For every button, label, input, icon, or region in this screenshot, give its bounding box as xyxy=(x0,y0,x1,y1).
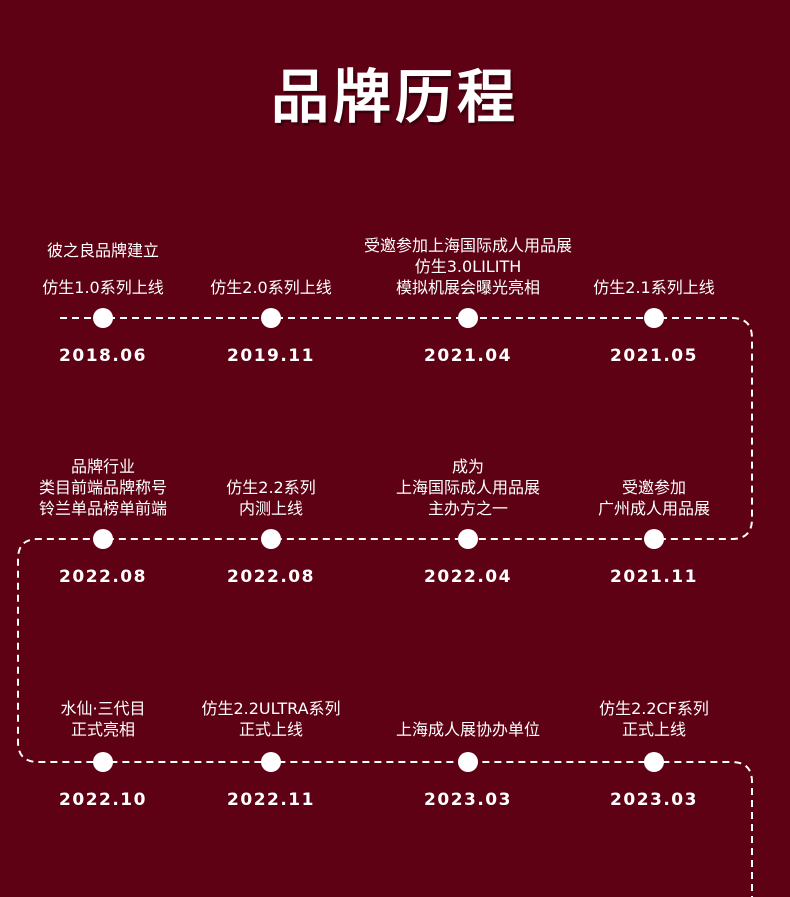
timeline-dot xyxy=(93,308,113,328)
milestone-date: 2022.10 xyxy=(59,790,147,810)
milestone-date: 2023.03 xyxy=(610,790,698,810)
milestone-event-line: 仿生2.2系列 xyxy=(226,478,316,497)
timeline-dashed-line xyxy=(17,317,753,897)
milestone-event-line: 仿生2.2ULTRA系列 xyxy=(201,699,341,718)
milestone-date: 2021.05 xyxy=(610,346,698,366)
milestone-event: 彼之良品牌建立 仿生1.0系列上线 xyxy=(42,240,163,298)
milestone-event-line: 主办方之一 xyxy=(427,499,509,518)
milestone-event-line: 铃兰单品榜单前端 xyxy=(38,499,168,518)
timeline-dot xyxy=(458,529,478,549)
milestone-date: 2021.04 xyxy=(424,346,512,366)
milestone-date: 2022.08 xyxy=(59,567,147,587)
milestone-event: 上海成人展协办单位 xyxy=(396,719,540,740)
milestone-event-line: 正式上线 xyxy=(238,720,303,739)
milestone-event: 仿生2.2CF系列正式上线 xyxy=(599,698,709,740)
milestone-event-line: 模拟机展会曝光亮相 xyxy=(395,278,541,297)
milestone-event-line: 仿生1.0系列上线 xyxy=(42,278,164,297)
milestone-event-line: 正式上线 xyxy=(621,720,687,739)
milestone-date: 2019.11 xyxy=(227,346,315,366)
milestone-event: 受邀参加广州成人用品展 xyxy=(598,477,710,519)
milestone-event-line: 广州成人用品展 xyxy=(597,499,711,518)
milestone-event-line: 受邀参加上海国际成人用品展 xyxy=(363,236,573,255)
milestone-date: 2018.06 xyxy=(59,346,147,366)
timeline-dot xyxy=(458,752,478,772)
milestone-event-line: 受邀参加 xyxy=(621,478,687,497)
milestone-event: 仿生2.1系列上线 xyxy=(593,277,714,298)
milestone-event-line: 水仙·三代目 xyxy=(60,699,146,718)
milestone-date: 2022.04 xyxy=(424,567,512,587)
milestone-event: 品牌行业类目前端品牌称号铃兰单品榜单前端 xyxy=(39,456,167,519)
milestone-event-line: 上海国际成人用品展 xyxy=(395,478,541,497)
timeline-dot xyxy=(644,529,664,549)
milestone-event-line: 内测上线 xyxy=(238,499,304,518)
milestone-event: 受邀参加上海国际成人用品展仿生3.0LILITH 模拟机展会曝光亮相 xyxy=(364,235,572,298)
timeline-dot xyxy=(644,308,664,328)
milestone-event-line: 仿生2.1系列上线 xyxy=(593,278,715,297)
timeline-dot xyxy=(644,752,664,772)
milestone-date: 2022.08 xyxy=(227,567,315,587)
milestone-event: 仿生2.0系列上线 xyxy=(210,277,331,298)
milestone-event: 仿生2.2系列内测上线 xyxy=(226,477,315,519)
timeline-dot xyxy=(93,529,113,549)
milestone-event-line: 品牌行业 xyxy=(70,457,136,476)
milestone-event-line: 正式亮相 xyxy=(70,720,135,739)
milestone-event: 成为上海国际成人用品展主办方之一 xyxy=(396,456,540,519)
milestone-event-line: 上海成人展协办单位 xyxy=(395,720,541,739)
milestone-event-line xyxy=(42,261,163,277)
milestone-event-line: 仿生3.0LILITH xyxy=(414,257,522,276)
milestone-event-line: 成为 xyxy=(451,457,485,476)
page-title: 品牌历程 xyxy=(270,63,519,131)
milestone-event: 水仙·三代目正式亮相 xyxy=(60,698,145,740)
timeline-dot xyxy=(261,752,281,772)
milestone-event: 仿生2.2ULTRA系列正式上线 xyxy=(201,698,340,740)
milestone-event-line: 类目前端品牌称号 xyxy=(38,478,168,497)
milestone-event-line: 仿生2.2CF系列 xyxy=(599,699,709,718)
milestone-date: 2022.11 xyxy=(227,790,315,810)
timeline-dot xyxy=(261,529,281,549)
timeline-dot xyxy=(458,308,478,328)
milestone-event-line: 彼之良品牌建立 xyxy=(46,241,160,260)
timeline-dot xyxy=(261,308,281,328)
milestone-date: 2021.11 xyxy=(610,567,698,587)
milestone-event-line: 仿生2.0系列上线 xyxy=(210,278,332,297)
milestone-date: 2023.03 xyxy=(424,790,512,810)
timeline-dot xyxy=(93,752,113,772)
